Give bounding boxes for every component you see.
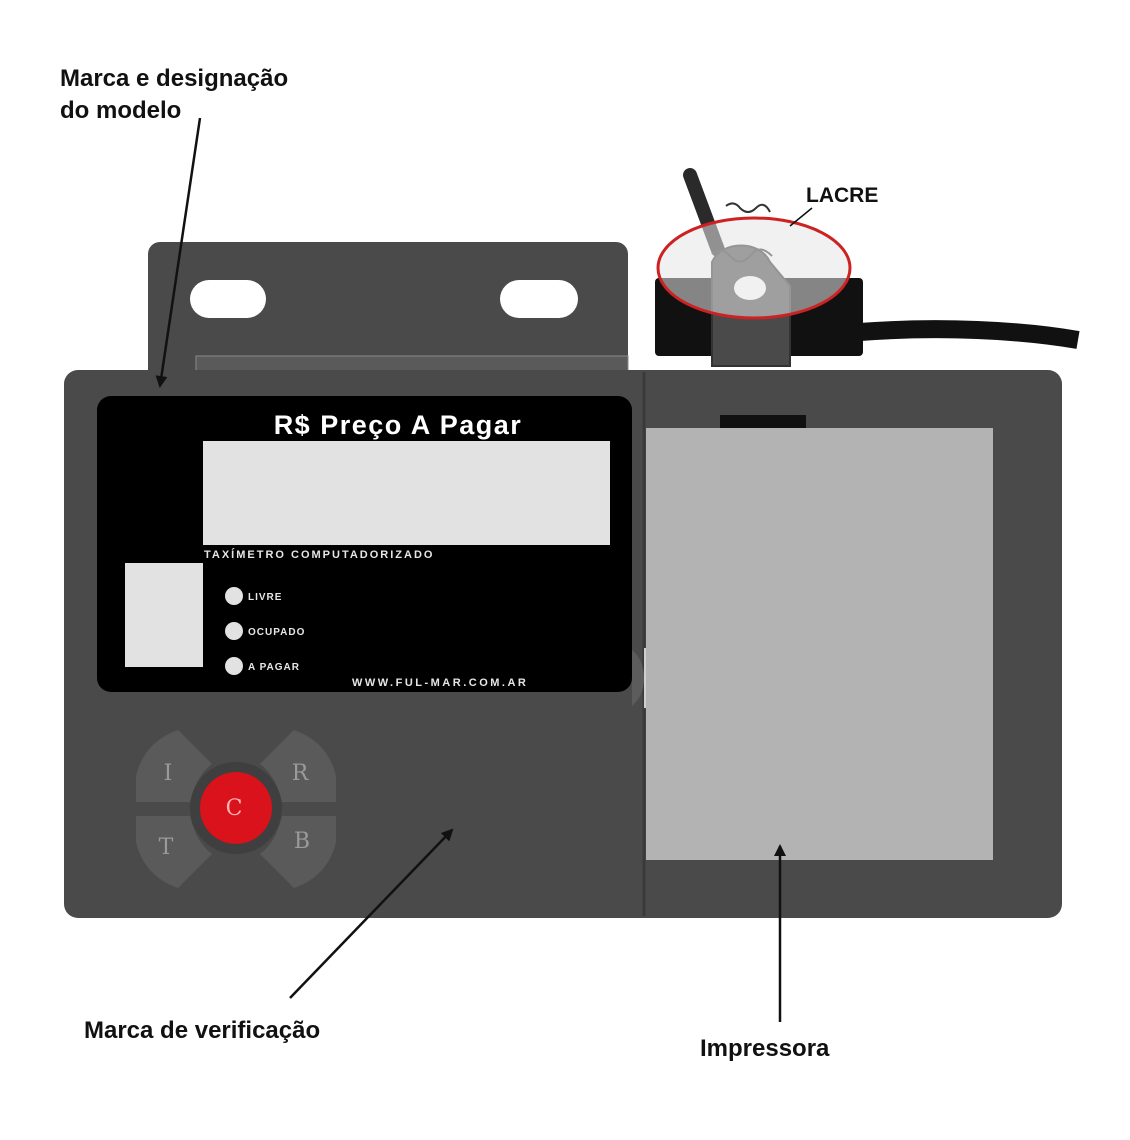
website-text: WWW.FUL-MAR.COM.AR <box>352 677 528 689</box>
mounting-bracket <box>148 242 629 392</box>
arrow-verification <box>289 828 454 999</box>
key-t-label: T <box>159 835 174 860</box>
callout-printer: Impressora <box>700 1035 830 1062</box>
key-c[interactable] <box>200 772 272 844</box>
key-b[interactable] <box>260 816 336 888</box>
callout-brand-model-line1: Marca e designação <box>60 65 288 92</box>
seal-chain <box>725 202 771 213</box>
arrow-brand-model <box>155 117 202 388</box>
arrow-seal <box>789 207 813 227</box>
indicator-label-free: LIVRE <box>248 592 282 603</box>
price-display-screen <box>203 441 610 545</box>
key-c-label: C <box>226 796 243 821</box>
indicator-label-occupied: OCUPADO <box>248 627 305 638</box>
key-i-label: I <box>164 761 173 786</box>
callout-verification-mark: Marca de verificação <box>84 1017 320 1044</box>
indicator-lamp-free <box>225 587 243 605</box>
tariff-display-screen <box>125 563 203 667</box>
key-b-label: B <box>294 829 310 854</box>
printer-cover <box>646 428 993 860</box>
callout-arrows <box>155 117 813 1022</box>
indicator-lamp-to-pay <box>225 657 243 675</box>
callout-seal: LACRE <box>806 184 878 207</box>
key-t[interactable] <box>136 816 212 888</box>
paper-slot <box>720 415 806 429</box>
mounting-slot-right <box>500 280 578 318</box>
key-r[interactable] <box>260 730 336 802</box>
mounting-slot-left <box>190 280 266 318</box>
seal-assembly <box>655 168 1080 367</box>
indicator-label-to-pay: A PAGAR <box>248 662 300 673</box>
power-cable <box>859 320 1080 349</box>
callout-brand-model-line2: do modelo <box>60 97 181 124</box>
key-r-label: R <box>292 761 310 786</box>
indicator-lamp-occupied <box>225 622 243 640</box>
display-panel: R$ Preço A Pagar TAXÍMETRO COMPUTADORIZA… <box>97 396 632 692</box>
seal-highlight-ring <box>656 216 852 320</box>
printer-panel <box>646 415 993 860</box>
device-label: TAXÍMETRO COMPUTADORIZADO <box>204 548 434 561</box>
key-i[interactable] <box>136 730 212 802</box>
callout-labels: Marca e designação do modelo LACRE Marca… <box>60 65 878 1062</box>
display-title: R$ Preço A Pagar <box>274 410 523 440</box>
keypad: I R T B C <box>136 730 336 888</box>
